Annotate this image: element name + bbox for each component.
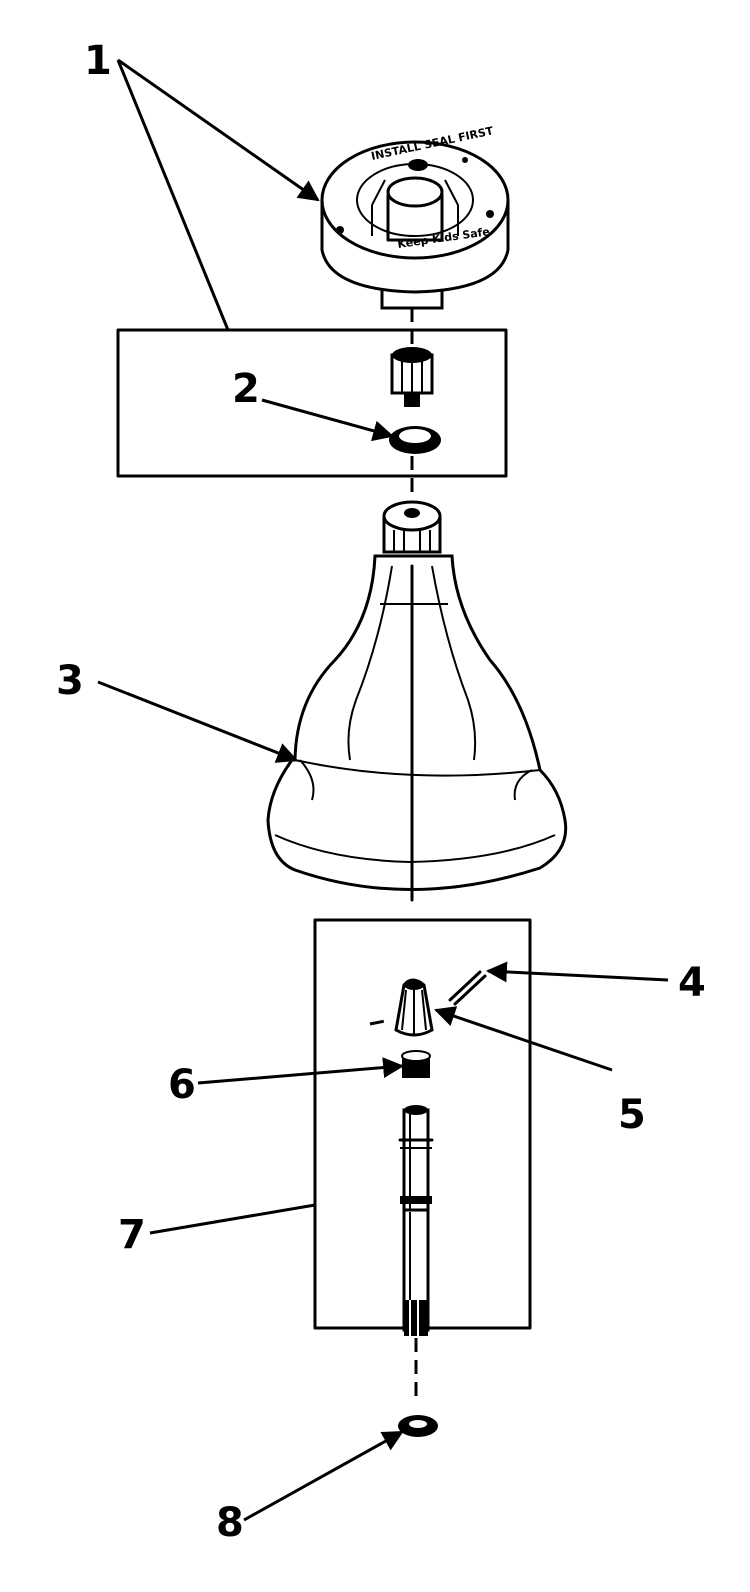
cap-nut: [390, 347, 434, 407]
agitator-body: [266, 500, 568, 902]
callout-7: 7: [118, 1212, 146, 1258]
callout-8: 8: [216, 1500, 244, 1546]
callout-2: 2: [232, 366, 260, 412]
seal-ring: [389, 426, 441, 454]
washer: [398, 1415, 438, 1437]
agitator-cap: INSTALL SEAL FIRST Keep Kids Safe: [320, 124, 510, 310]
leader-lines: [97, 58, 669, 1522]
roll-pin: [448, 970, 487, 1006]
callout-6: 6: [168, 1062, 196, 1108]
drive-shaft: [398, 1105, 434, 1336]
callout-5: 5: [618, 1092, 646, 1138]
callout-4: 4: [678, 960, 706, 1006]
bushing: [401, 1050, 431, 1078]
upper-kit-box: [116, 328, 508, 478]
callout-3: 3: [56, 658, 84, 704]
callout-1: 1: [84, 38, 112, 84]
drive-bell: [369, 978, 434, 1037]
